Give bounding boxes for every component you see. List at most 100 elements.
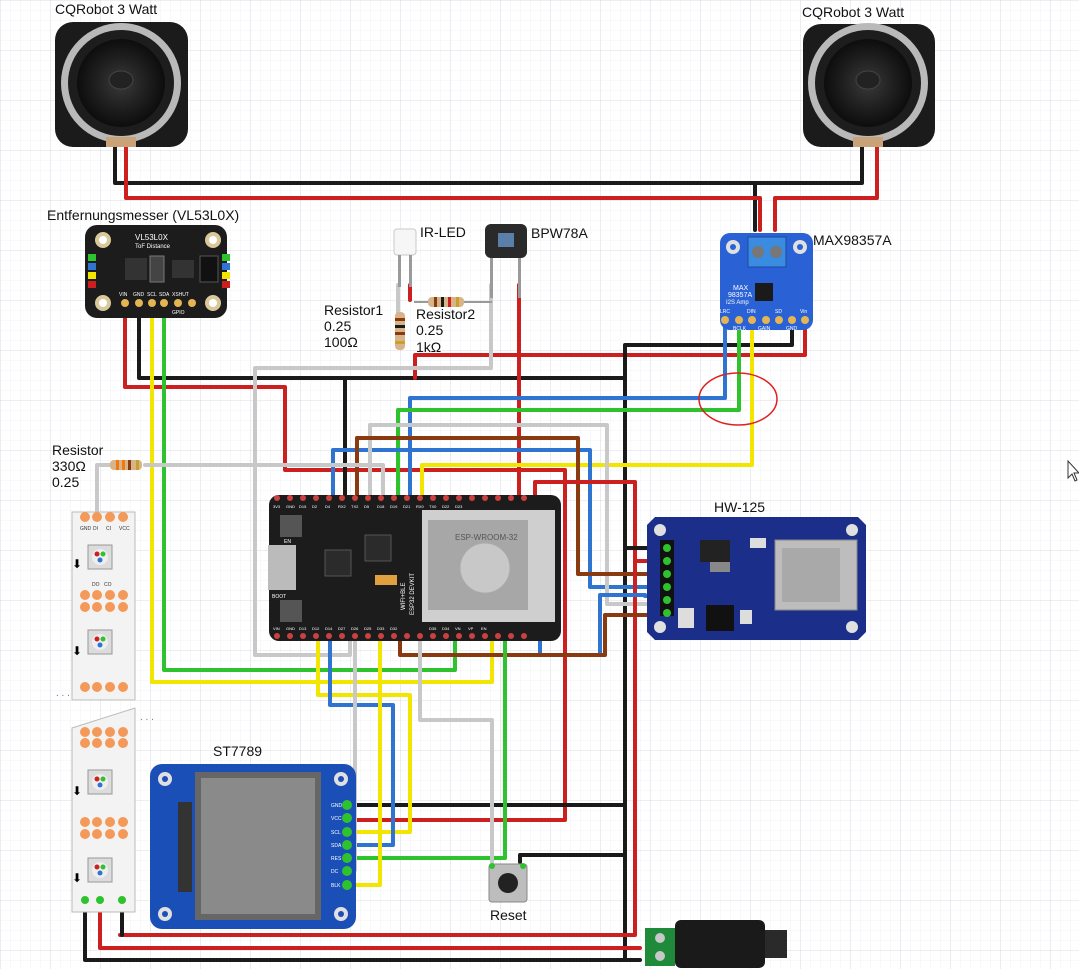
st-pin-dc: DC <box>331 869 339 875</box>
esp-pin-top-14: D23 <box>455 504 463 509</box>
wire-din-yellow <box>420 323 754 500</box>
esp-pin-bottom-10: D35 <box>429 626 437 631</box>
wire-speaker-right-red <box>773 141 879 232</box>
wire-led-black <box>83 898 642 962</box>
wire-reset-black <box>518 853 627 864</box>
resistor3 <box>110 460 142 470</box>
bpw78a-photodiode <box>485 224 527 298</box>
max-subtitle2: I2S Amp <box>726 300 749 306</box>
esp-pin-top-0: 3V3 <box>273 504 281 509</box>
vl53-pin-gnd: GND <box>133 292 145 298</box>
esp-pin-bottom-14: EN <box>481 626 487 631</box>
esp-pin-top-4: D4 <box>325 504 331 509</box>
st-pin-scl: SCL <box>331 830 341 836</box>
esp-pin-bottom-13: VP <box>468 626 474 631</box>
vl53-subtitle: ToF Distance <box>135 244 171 250</box>
vl53-bottom-pins <box>121 299 196 307</box>
esp-pin-top-5: RX2 <box>338 504 347 509</box>
led-pin-ci: CI <box>106 526 111 532</box>
resistor3-power: 0.25 <box>52 474 79 490</box>
resistor1-power: 0.25 <box>324 318 351 334</box>
arrow-down-icon: ⬇ <box>72 644 82 658</box>
max-pin-dots <box>721 316 809 324</box>
wire-speaker-left-red <box>124 141 762 232</box>
esp-pin-bottom-7: D25 <box>364 626 372 631</box>
wire-st-blue-sda <box>328 638 395 847</box>
st-pin-vcc: VCC <box>331 816 342 822</box>
resistor3-value: 330Ω <box>52 458 86 474</box>
led-strip-ellipsis-right: . . . <box>140 712 154 723</box>
max-pin-sd: SD <box>775 309 782 315</box>
wire-reset-gray <box>418 638 494 864</box>
speaker-right <box>803 23 935 147</box>
led-pin-di: DI <box>93 526 98 532</box>
wire-bclk-green <box>396 323 741 500</box>
resistor1 <box>395 312 405 350</box>
max-pin-din: DIN <box>747 309 756 315</box>
hw125-pins <box>663 544 671 617</box>
distance-sensor-label: Entfernungsmesser (VL53L0X) <box>47 207 239 223</box>
esp-header-bottom <box>274 633 527 639</box>
display-label: ST7789 <box>213 743 262 759</box>
vl53-side-pins <box>88 254 230 288</box>
highlight-circle <box>698 372 778 426</box>
wire-speaker-right-black <box>753 141 864 185</box>
wire-sd-red <box>118 480 637 937</box>
led-pin-vcc: VCC <box>119 526 130 532</box>
max-subtitle1: 98357A <box>728 292 752 299</box>
amplifier-label: MAX98357A <box>813 232 892 248</box>
wire-vl53-scl-yellow <box>150 303 494 684</box>
wire-sd-brown <box>355 436 662 576</box>
vl53-pin-gpio: GPIO <box>172 310 185 316</box>
photodiode-label: BPW78A <box>531 225 588 241</box>
esp-en-label: EN <box>284 539 291 545</box>
reset-button[interactable] <box>488 863 528 903</box>
wire-st-green-res <box>343 638 507 860</box>
sd-module-label: HW-125 <box>714 499 765 515</box>
max-pin-gain: GAIN <box>758 326 771 332</box>
esp-name-1: WIFI+BLE <box>401 582 407 610</box>
esp-pin-top-1: GND <box>286 504 295 509</box>
resistor3-name: Resistor <box>52 442 104 458</box>
esp-pin-top-10: D21 <box>403 504 411 509</box>
speaker-left <box>55 22 188 147</box>
resistor1-value: 100Ω <box>324 334 358 350</box>
esp-chip-label: ESP-WROOM-32 <box>455 533 518 542</box>
resistor2-name: Resistor2 <box>416 306 475 322</box>
led-pin-gnd: GND <box>80 526 92 532</box>
esp-pin-labels-top: 3V3 GND D15 D2 D4 RX2 TX2 D5 D18 D19 D21… <box>273 504 463 509</box>
esp-pin-bottom-12: VN <box>455 626 461 631</box>
reset-label: Reset <box>490 907 527 923</box>
vl53-pin-scl: SCL <box>147 292 157 298</box>
esp-name-2: ESP32 DEVKIT <box>410 573 416 615</box>
esp-pin-top-13: D22 <box>442 504 450 509</box>
esp32-devkit: ESP-WROOM-32 EN BOOT WIFI+BLE ESP32 DEVK… <box>268 495 561 641</box>
esp-pin-bottom-0: VIN <box>273 626 280 631</box>
vl53l0x-board: VL53L0X ToF Distance VIN GND SCL SDA XSH… <box>85 225 230 318</box>
max-pin-bclk: BCLK <box>733 326 747 332</box>
esp-pin-top-6: TX2 <box>351 504 359 509</box>
arrow-down-icon: ⬇ <box>72 871 82 885</box>
max98357a-board: MAX 98357A I2S Amp LRC BCLK DIN GAIN SD … <box>720 233 813 332</box>
st7789-pins <box>342 800 352 890</box>
st-pin-gnd: GND <box>331 803 343 809</box>
wire-sd-gray-1 <box>368 423 662 606</box>
dc-barrel-jack <box>645 920 787 968</box>
wire-led-res-gray <box>143 463 385 500</box>
esp-pin-bottom-5: D27 <box>338 626 346 631</box>
wire-sd-brown-2 <box>398 613 662 657</box>
led-pin-co: CO <box>104 582 112 588</box>
wires <box>83 141 879 962</box>
esp-pin-top-12: TX0 <box>429 504 437 509</box>
st-pin-sda: SDA <box>331 843 342 849</box>
esp-header-top <box>274 495 527 501</box>
wire-vl53-black <box>137 303 627 380</box>
wire-amp-black <box>623 323 794 962</box>
resistor2 <box>414 297 492 307</box>
max-pin-gnd: GND <box>786 326 798 332</box>
esp-pin-bottom-2: D13 <box>299 626 307 631</box>
led-strip-bottom: ⬇ ⬇ <box>71 707 136 913</box>
arrow-down-icon: ⬇ <box>72 557 82 571</box>
resistor2-value: 1kΩ <box>416 339 441 355</box>
st7789-display: GND VCC SCL SDA RES DC BLK <box>150 764 356 929</box>
